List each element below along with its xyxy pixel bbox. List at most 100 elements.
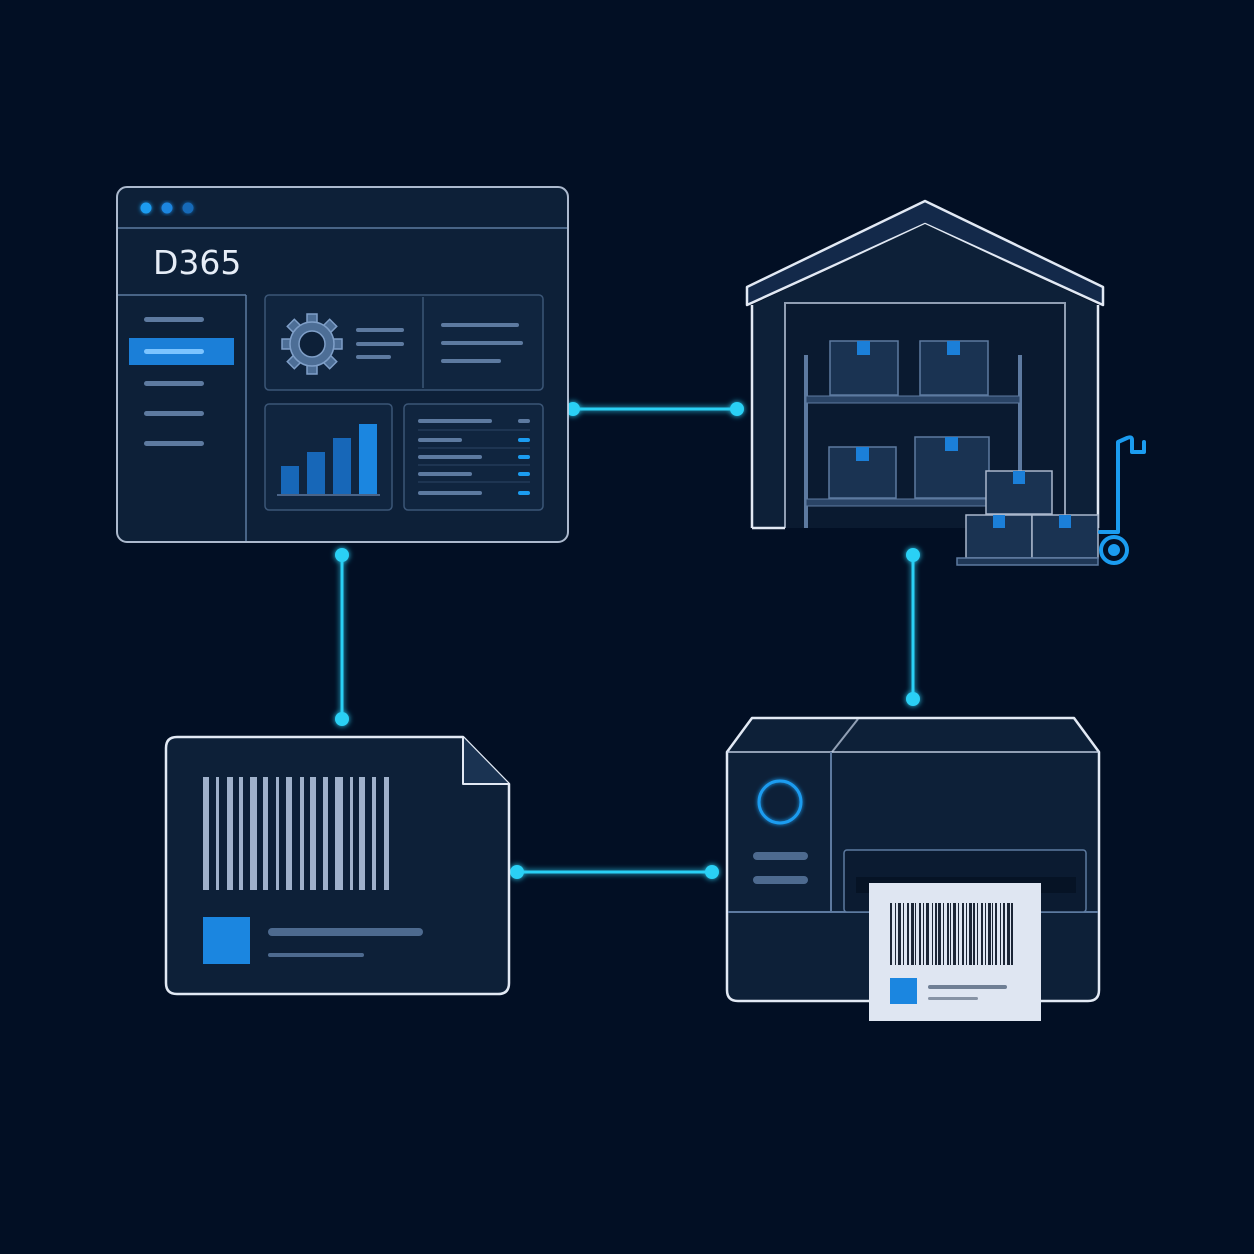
printer-icon [725, 716, 1101, 1021]
printer-control-button[interactable] [753, 876, 808, 884]
barcode-bar [992, 903, 993, 965]
barcode-bar [953, 903, 956, 965]
connector-warehouse-to-printer [906, 548, 920, 706]
barcode-bar [988, 903, 991, 965]
connector-node [705, 865, 719, 879]
barcode-bar [263, 777, 268, 890]
barcode-bar [950, 903, 951, 965]
connector-node [906, 692, 920, 706]
connector-node [730, 402, 744, 416]
app-title: D365 [153, 243, 241, 282]
barcode-icon [890, 903, 1013, 965]
barcode-bar [907, 903, 909, 965]
sidebar-item-active-bar [144, 349, 204, 354]
chart-bar [281, 466, 299, 494]
connector-node [335, 712, 349, 726]
barcode-bar [903, 903, 904, 965]
barcode-bar [981, 903, 983, 965]
settings-card [264, 294, 544, 391]
printer-control-button[interactable] [753, 852, 808, 860]
sidebar-item[interactable] [144, 411, 204, 416]
connector-node [510, 865, 524, 879]
chart-bar [307, 452, 325, 494]
barcode-bar [335, 777, 343, 890]
barcode-bar [985, 903, 986, 965]
package-box [828, 446, 897, 499]
package-box [919, 340, 989, 396]
barcode-bar [276, 777, 279, 890]
window-dot [161, 202, 173, 214]
barcode-bar [350, 777, 353, 890]
barcode-bar [969, 903, 972, 965]
connector-label-to-printer [510, 865, 719, 879]
label-logo-square [890, 978, 917, 1004]
barcode-bar [923, 903, 924, 965]
list-row[interactable] [418, 472, 472, 476]
app-window: D365 [116, 186, 569, 543]
barcode-bar [995, 903, 997, 965]
sidebar-item[interactable] [144, 317, 204, 322]
barcode-bar [239, 777, 243, 890]
connector-node [906, 548, 920, 562]
window-dot [182, 202, 194, 214]
barcode-bar [962, 903, 964, 965]
barcode-bar [919, 903, 921, 965]
chart-bar [359, 424, 377, 494]
barcode-bar [943, 903, 944, 965]
sidebar-item[interactable] [144, 381, 204, 386]
barcode-bar [958, 903, 959, 965]
sidebar [129, 317, 234, 446]
bar-chart-icon [281, 424, 377, 494]
barcode-bar [372, 777, 376, 890]
barcode-bar [323, 777, 328, 890]
barcode-bar [932, 903, 933, 965]
barcode-bar [203, 777, 209, 890]
barcode-bar [1007, 903, 1010, 965]
barcode-bar [935, 903, 937, 965]
package-box [914, 436, 990, 499]
connector-node [566, 402, 580, 416]
power-button[interactable] [757, 779, 803, 825]
barcode-bar [384, 777, 389, 890]
connectors [335, 402, 920, 879]
barcode-label-document [164, 735, 511, 996]
barcode-bar [300, 777, 304, 890]
analytics-card [264, 403, 393, 511]
barcode-bar [926, 903, 929, 965]
barcode-bar [1011, 903, 1013, 965]
connector-app-to-warehouse [566, 402, 744, 416]
barcode-bar [286, 777, 292, 890]
barcode-bar [890, 903, 892, 965]
hand-truck-icon [1098, 435, 1146, 565]
barcode-bar [911, 903, 914, 965]
sidebar-item[interactable] [144, 441, 204, 446]
window-dot [140, 202, 152, 214]
barcode-bar [227, 777, 233, 890]
barcode-bar [250, 777, 257, 890]
barcode-bar [966, 903, 967, 965]
connector-app-to-label [335, 548, 349, 726]
barcode-bar [359, 777, 365, 890]
barcode-bar [898, 903, 901, 965]
connector-node [335, 548, 349, 562]
chart-bar [333, 438, 351, 494]
list-row[interactable] [418, 491, 482, 495]
package-box [829, 340, 899, 396]
window-controls [140, 202, 194, 214]
barcode-bar [895, 903, 896, 965]
barcode-bar [977, 903, 978, 965]
printed-label [869, 883, 1041, 1021]
gear-icon [281, 313, 343, 375]
barcode-bar [973, 903, 975, 965]
barcode-bar [1000, 903, 1001, 965]
list-row[interactable] [418, 455, 482, 459]
barcode-icon [203, 777, 389, 890]
warehouse-icon [745, 199, 1146, 566]
barcode-bar [915, 903, 916, 965]
barcode-bar [310, 777, 316, 890]
list-row[interactable] [418, 438, 462, 442]
label-logo-square [203, 917, 250, 964]
barcode-bar [947, 903, 949, 965]
barcode-bar [216, 777, 219, 890]
